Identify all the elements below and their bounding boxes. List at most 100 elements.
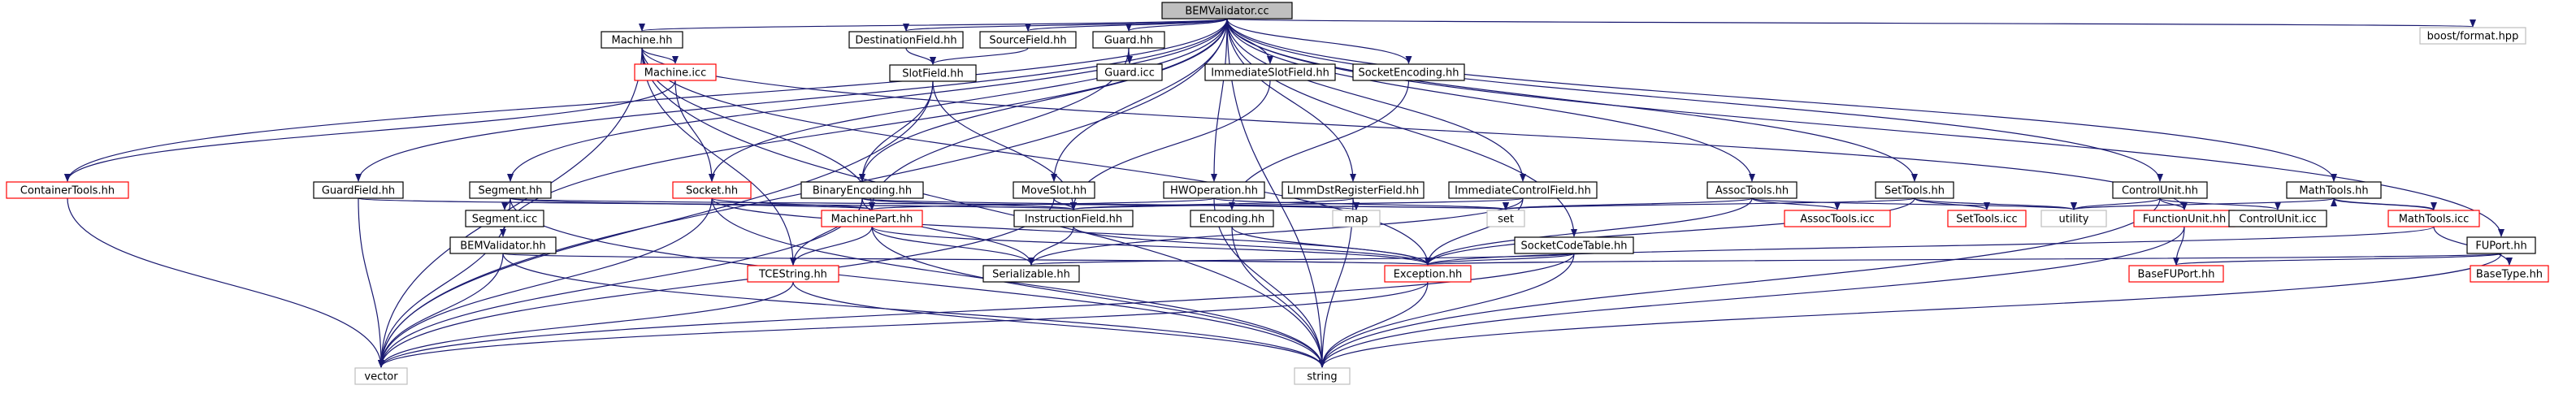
edge-hwop-to-string xyxy=(1213,197,1325,368)
node-box xyxy=(2128,265,2224,283)
node-vector[interactable]: vector xyxy=(354,367,408,385)
node-box xyxy=(1294,367,1351,385)
edge-assoctools-hh-to-utility xyxy=(1751,197,2077,210)
node-exception[interactable]: Exception.hh xyxy=(1384,265,1472,283)
node-label: utility xyxy=(2059,214,2089,226)
edge-root-to-socket-hh xyxy=(709,18,1228,182)
node-box xyxy=(1013,210,1134,227)
node-box xyxy=(2387,210,2480,227)
edge-guardfield-to-vector xyxy=(358,197,384,368)
node-box xyxy=(1096,63,1163,81)
node-string[interactable]: string xyxy=(1294,367,1351,385)
node-label: set xyxy=(1498,214,1514,226)
node-label: SocketCodeTable.hh xyxy=(1520,240,1627,253)
edge-settools-hh-to-settools-icc xyxy=(1914,197,1990,210)
edge-bemvalidator-hh-to-string xyxy=(502,253,1325,368)
node-label: Encoding.hh xyxy=(1199,214,1265,226)
edge-bemvalidator-hh-to-vector xyxy=(378,253,504,368)
node-segment-hh[interactable]: Segment.hh xyxy=(469,181,552,199)
node-machine-icc[interactable]: Machine.icc xyxy=(634,63,717,81)
node-immctrl[interactable]: ImmediateControlField.hh xyxy=(1448,181,1598,199)
node-slotfield[interactable]: SlotField.hh xyxy=(889,64,977,82)
node-lmm[interactable]: LImmDstRegisterField.hh xyxy=(1281,181,1425,199)
node-fuport[interactable]: FUPort.hh xyxy=(2466,236,2536,254)
node-guard-icc[interactable]: Guard.icc xyxy=(1096,63,1163,81)
node-moveslot[interactable]: MoveSlot.hh xyxy=(1013,181,1095,199)
edge-root-to-mathtools-hh xyxy=(1226,18,2337,182)
node-utility[interactable]: utility xyxy=(2040,210,2107,227)
edge-settools-hh-to-utility xyxy=(1914,197,2077,210)
node-socket-hh[interactable]: Socket.hh xyxy=(672,181,752,199)
node-label: Segment.hh xyxy=(478,185,542,197)
node-machinepart[interactable]: MachinePart.hh xyxy=(821,210,923,227)
node-mathtools-icc[interactable]: MathTools.icc xyxy=(2387,210,2480,227)
node-basetype[interactable]: BaseType.hh xyxy=(2470,265,2549,283)
node-settools-icc[interactable]: SetTools.icc xyxy=(1947,210,2027,227)
node-machine-hh[interactable]: Machine.hh xyxy=(601,31,683,49)
node-label: BEMValidator.hh xyxy=(460,240,545,253)
node-box xyxy=(634,63,717,81)
node-root[interactable]: BEMValidator.cc xyxy=(1161,2,1293,19)
node-box xyxy=(1706,181,1798,199)
edge-machine-icc-to-socket-hh xyxy=(674,80,715,182)
edge-segment-hh-to-vector xyxy=(378,197,511,368)
edge-root-to-fuport xyxy=(1226,18,2504,237)
node-set[interactable]: set xyxy=(1486,210,1525,227)
node-tcestring[interactable]: TCEString.hh xyxy=(747,265,839,283)
node-controlunit-hh[interactable]: ControlUnit.hh xyxy=(2112,181,2208,199)
node-box xyxy=(1384,265,1472,283)
node-box xyxy=(2466,236,2536,254)
node-controlunit-icc[interactable]: ControlUnit.icc xyxy=(2228,210,2327,227)
node-boostformat[interactable]: boost/format.hpp xyxy=(2419,27,2526,45)
node-label: ContainerTools.hh xyxy=(20,185,115,197)
node-label: MathTools.hh xyxy=(2299,185,2368,197)
node-bemvalidator-hh[interactable]: BEMValidator.hh xyxy=(449,236,557,254)
node-serializable[interactable]: Serializable.hh xyxy=(982,265,1080,283)
edge-machine-hh-to-machine-icc xyxy=(641,47,679,64)
node-instrfield[interactable]: InstructionField.hh xyxy=(1013,210,1134,227)
node-hwop[interactable]: HWOperation.hh xyxy=(1163,181,1265,199)
edge-root-to-segment-hh xyxy=(507,18,1228,182)
edge-segment-hh-to-machinepart xyxy=(510,197,875,210)
node-label: BaseFUPort.hh xyxy=(2137,269,2214,281)
node-immslot[interactable]: ImmediateSlotField.hh xyxy=(1204,63,1336,81)
node-settools-hh[interactable]: SetTools.hh xyxy=(1875,181,1954,199)
node-box xyxy=(1947,210,2027,227)
node-label: Machine.hh xyxy=(611,35,672,47)
node-guard-hh[interactable]: Guard.hh xyxy=(1092,31,1165,49)
node-box xyxy=(1013,181,1095,199)
node-box xyxy=(1092,31,1165,49)
node-segment-icc[interactable]: Segment.icc xyxy=(465,210,544,227)
node-box xyxy=(2470,265,2549,283)
node-socketcodetable[interactable]: SocketCodeTable.hh xyxy=(1514,236,1634,254)
node-label: BaseType.hh xyxy=(2476,269,2543,281)
node-label: Machine.icc xyxy=(644,67,706,80)
node-functionunit[interactable]: FunctionUnit.hh xyxy=(2133,210,2236,227)
node-basefuport[interactable]: BaseFUPort.hh xyxy=(2128,265,2224,283)
node-box xyxy=(1204,63,1336,81)
node-mathtools-hh[interactable]: MathTools.hh xyxy=(2286,181,2382,199)
node-box xyxy=(979,31,1077,49)
node-assoctools-icc[interactable]: AssocTools.icc xyxy=(1784,210,1891,227)
edge-machine-hh-to-functionunit xyxy=(641,47,2188,210)
edge-functionunit-to-string xyxy=(1319,226,2185,368)
node-sourcefield[interactable]: SourceField.hh xyxy=(979,31,1077,49)
node-box xyxy=(2040,210,2107,227)
node-label: Guard.icc xyxy=(1104,67,1155,80)
edge-root-to-controlunit-hh xyxy=(1226,18,2163,182)
node-encoding[interactable]: Encoding.hh xyxy=(1190,210,1274,227)
edge-settools-hh-to-set xyxy=(1503,197,1915,210)
edge-machinepart-to-string xyxy=(871,226,1325,368)
node-destfield[interactable]: DestinationField.hh xyxy=(848,31,964,49)
node-sockenc[interactable]: SocketEncoding.hh xyxy=(1352,63,1465,81)
node-containertools[interactable]: ContainerTools.hh xyxy=(6,181,129,199)
node-box xyxy=(1190,210,1274,227)
node-assoctools-hh[interactable]: AssocTools.hh xyxy=(1706,181,1798,199)
node-binenc[interactable]: BinaryEncoding.hh xyxy=(800,181,924,199)
node-box xyxy=(1281,181,1425,199)
edge-socket-hh-to-string xyxy=(711,197,1325,368)
node-map[interactable]: map xyxy=(1332,210,1381,227)
node-guardfield[interactable]: GuardField.hh xyxy=(313,181,404,199)
node-box xyxy=(2112,181,2208,199)
